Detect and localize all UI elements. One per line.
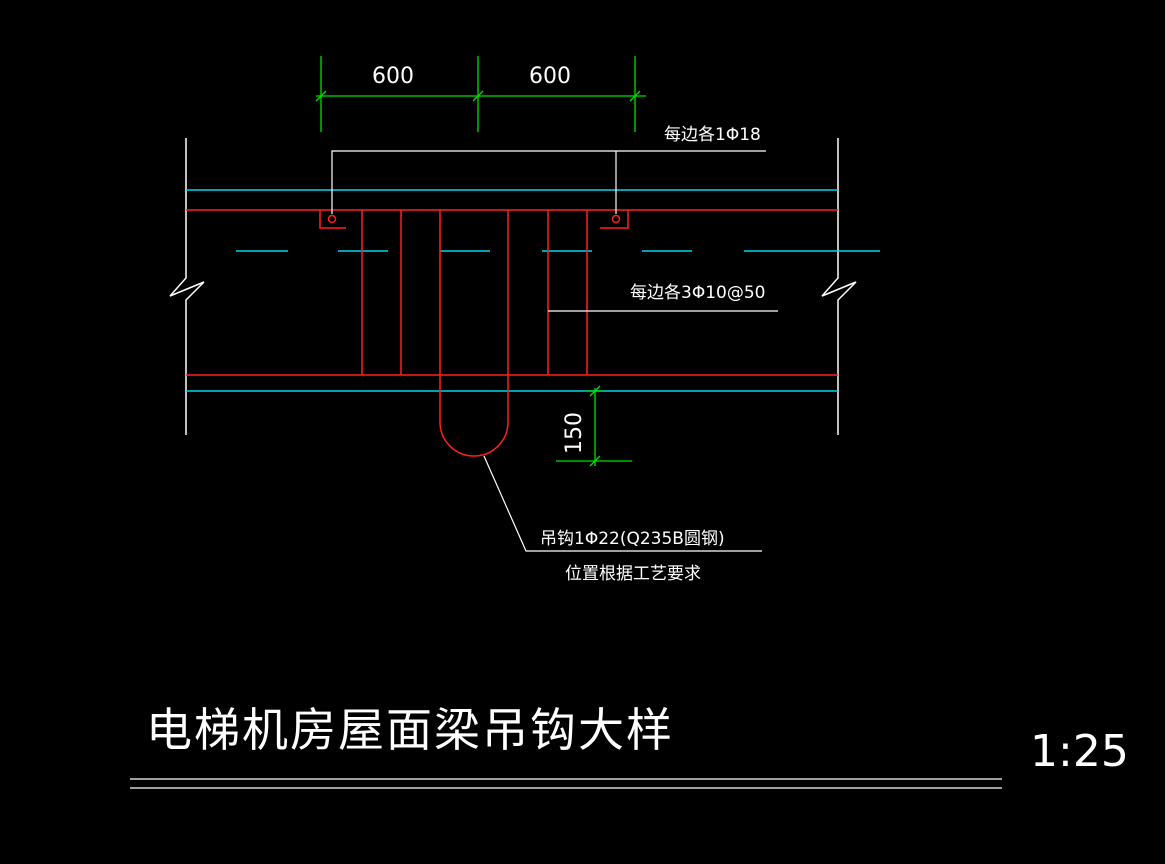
dim-tick xyxy=(629,90,641,102)
hook-position-label: 位置根据工艺要求 xyxy=(565,564,701,584)
slab-lines xyxy=(186,189,880,392)
right-break-line xyxy=(821,138,857,435)
dim-tick xyxy=(589,455,601,467)
dim-text-hook: 150 xyxy=(562,412,587,454)
beam-rebar xyxy=(186,209,838,457)
top-bar-left xyxy=(327,214,337,224)
dim-text-left: 600 xyxy=(372,64,414,89)
top-bar-right xyxy=(611,214,621,224)
leader-lines xyxy=(331,150,778,552)
top-bar-leader xyxy=(331,150,766,214)
drawing-title: 电梯机房屋面梁吊钩大样 xyxy=(146,703,674,757)
drawing-scale: 1:25 xyxy=(1030,726,1129,777)
break-lines xyxy=(169,138,857,435)
dimension-lines xyxy=(315,56,646,467)
lifting-hook xyxy=(439,210,509,457)
title-underline xyxy=(130,778,1002,789)
rebar-bracket-left xyxy=(319,210,346,229)
dim-tick xyxy=(315,90,327,102)
left-break-line xyxy=(169,138,205,435)
dim-text-right: 600 xyxy=(529,64,571,89)
rebar-bracket-right xyxy=(600,210,629,229)
hook-spec-label: 吊钩1Φ22(Q235B圆钢) xyxy=(540,529,725,549)
dim-tick xyxy=(472,90,484,102)
dim-tick xyxy=(589,385,601,397)
hook-leader xyxy=(483,455,762,552)
stirrups-label: 每边各3Φ10@50 xyxy=(630,283,765,303)
top-bars-label: 每边各1Φ18 xyxy=(664,125,761,145)
